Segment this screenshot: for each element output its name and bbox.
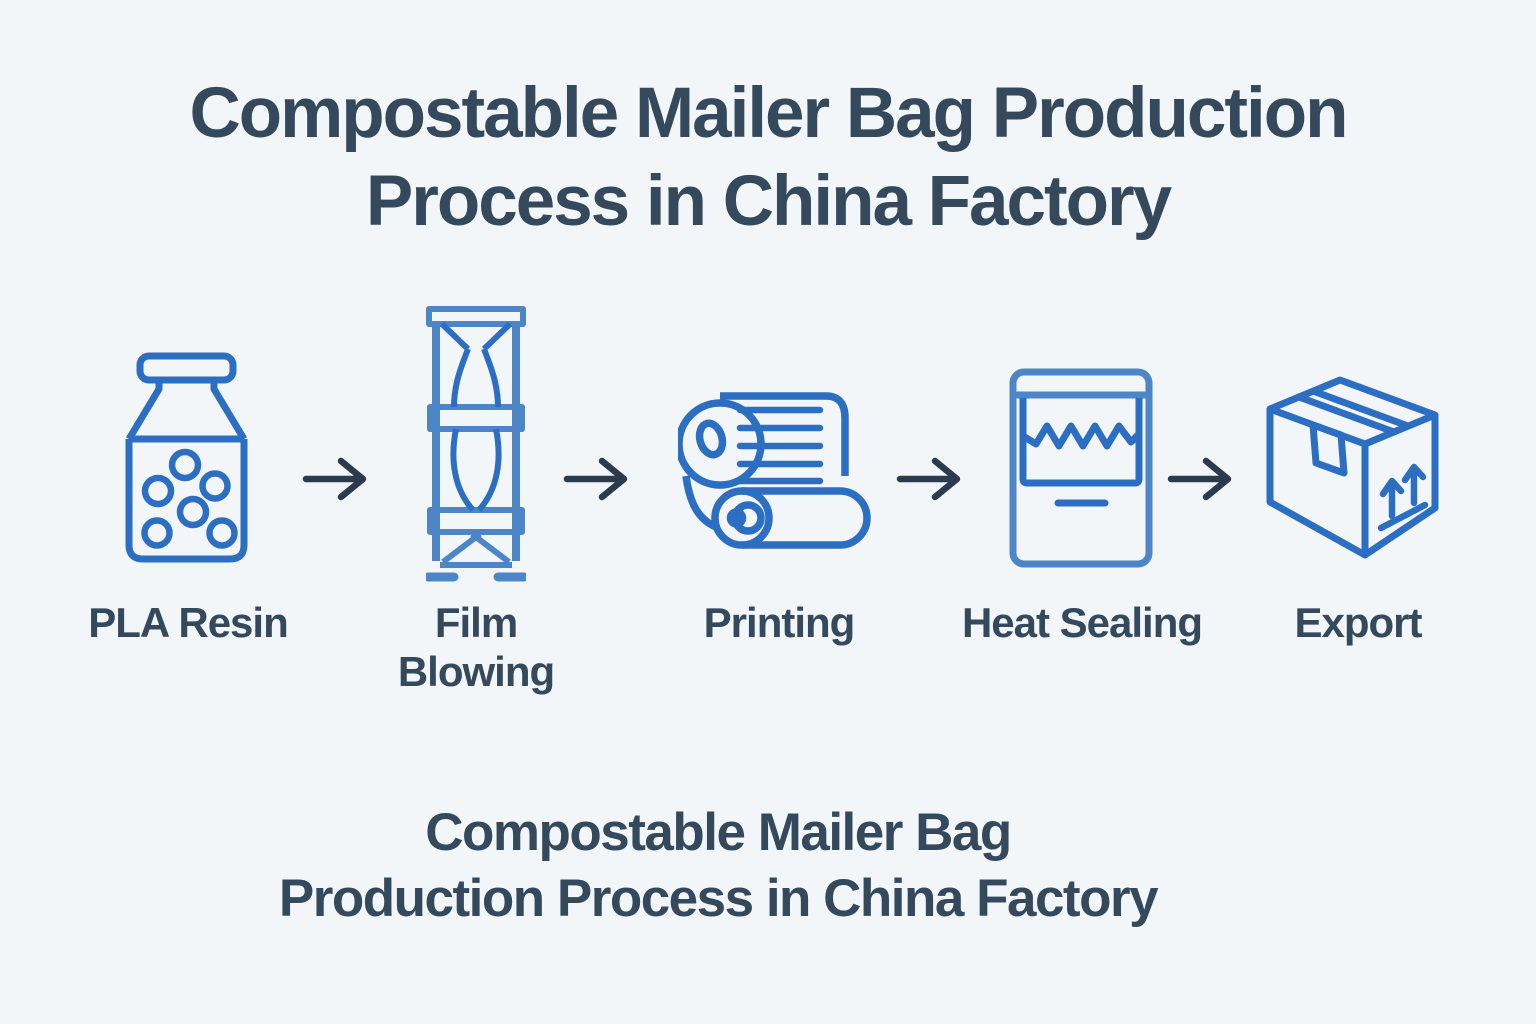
pla-resin-jar-icon — [118, 352, 255, 568]
heat-sealing-machine-icon — [1009, 368, 1153, 568]
export-carton-icon — [1255, 375, 1445, 565]
printing-rolls-icon — [678, 388, 872, 562]
flow-arrow-icon — [1167, 448, 1237, 510]
page-title-line-2: Process in China Factory — [365, 162, 1172, 241]
footer-caption: Compostable Mailer Bag Production Proces… — [0, 800, 1436, 932]
flow-arrow-icon — [302, 448, 372, 510]
footer-caption-line-2: Production Process in China Factory — [278, 869, 1159, 928]
step-label-printing: Printing — [703, 599, 856, 646]
step-label-film-blowing: Film Blowing — [397, 599, 555, 695]
footer-caption-line-1: Compostable Mailer Bag — [425, 803, 1012, 862]
page-title: Compostable Mailer Bag Production Proces… — [0, 70, 1536, 246]
film-blowing-tower-icon — [426, 303, 526, 585]
step-label-pla-resin: PLA Resin — [88, 599, 288, 646]
step-label-heat-sealing: Heat Sealing — [961, 599, 1203, 646]
flow-arrow-icon — [563, 448, 633, 510]
page-title-line-1: Compostable Mailer Bag Production — [189, 74, 1349, 153]
step-label-export: Export — [1294, 599, 1422, 646]
flow-arrow-icon — [896, 448, 966, 510]
